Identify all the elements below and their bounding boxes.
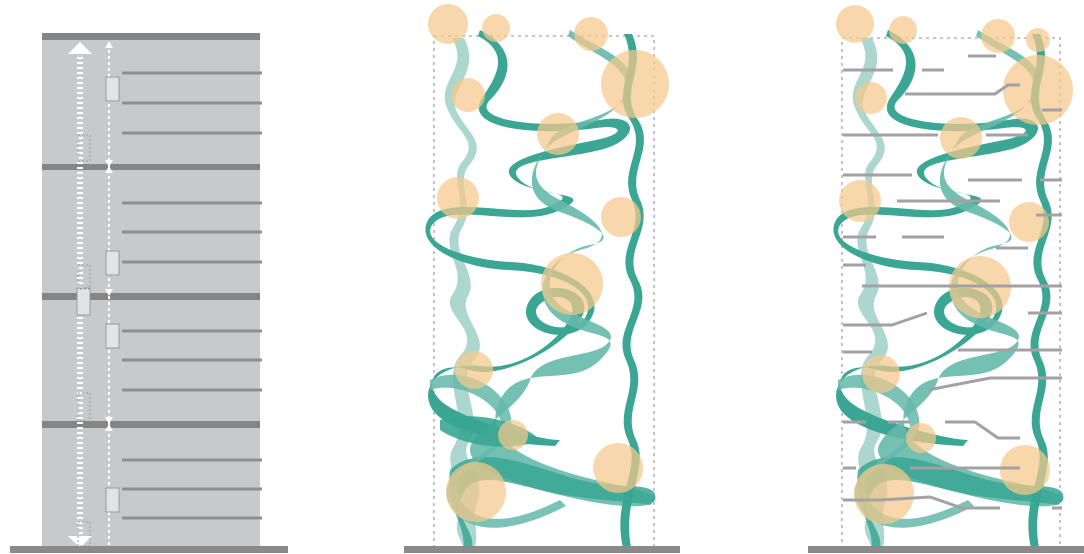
panel-hybrid <box>808 5 1084 553</box>
panel-ribbon <box>404 4 680 553</box>
down-arrow-head <box>68 536 92 548</box>
elevator-boxes <box>76 76 120 513</box>
ground-line-2 <box>404 546 680 553</box>
mezzanine-lines <box>122 71 262 520</box>
up-arrow-head <box>68 42 92 54</box>
ground-line-1 <box>10 546 288 553</box>
floor-slab-3 <box>42 421 260 428</box>
secondary-arrow-heads <box>105 41 113 431</box>
floor-slab-2 <box>42 293 260 300</box>
ground-line-3 <box>808 546 1084 553</box>
panel-conventional <box>10 33 288 553</box>
ribbon-strands-2 <box>425 30 656 552</box>
slab-segments <box>843 54 1062 510</box>
floor-slab-1 <box>42 164 260 170</box>
circles-2 <box>428 4 669 522</box>
roof-slab <box>42 33 260 40</box>
circles-3 <box>836 5 1073 524</box>
